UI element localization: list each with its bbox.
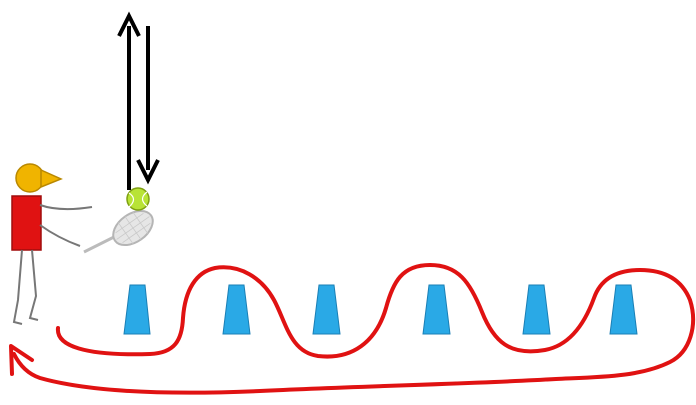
cone-icon [423, 285, 450, 334]
up-arrow-icon [119, 16, 139, 190]
cone-icon [523, 285, 550, 334]
bounce-arrows [119, 16, 158, 190]
cone-icon [124, 285, 150, 334]
player-body [12, 196, 41, 250]
cone-icon [610, 285, 637, 334]
cone-icon [223, 285, 250, 334]
player-arm-lower [40, 225, 80, 246]
player-leg-left [14, 250, 22, 324]
player-leg-right [30, 250, 38, 320]
cone-icon [313, 285, 340, 334]
tennis-ball-icon [127, 188, 149, 210]
player-icon [12, 164, 92, 324]
player-beak [41, 170, 61, 187]
player-head [16, 164, 44, 192]
weaving-path [11, 265, 693, 393]
red-path-line [14, 265, 693, 393]
racket-icon [84, 204, 159, 252]
player-arm [40, 205, 92, 209]
down-arrow-icon [138, 26, 158, 180]
